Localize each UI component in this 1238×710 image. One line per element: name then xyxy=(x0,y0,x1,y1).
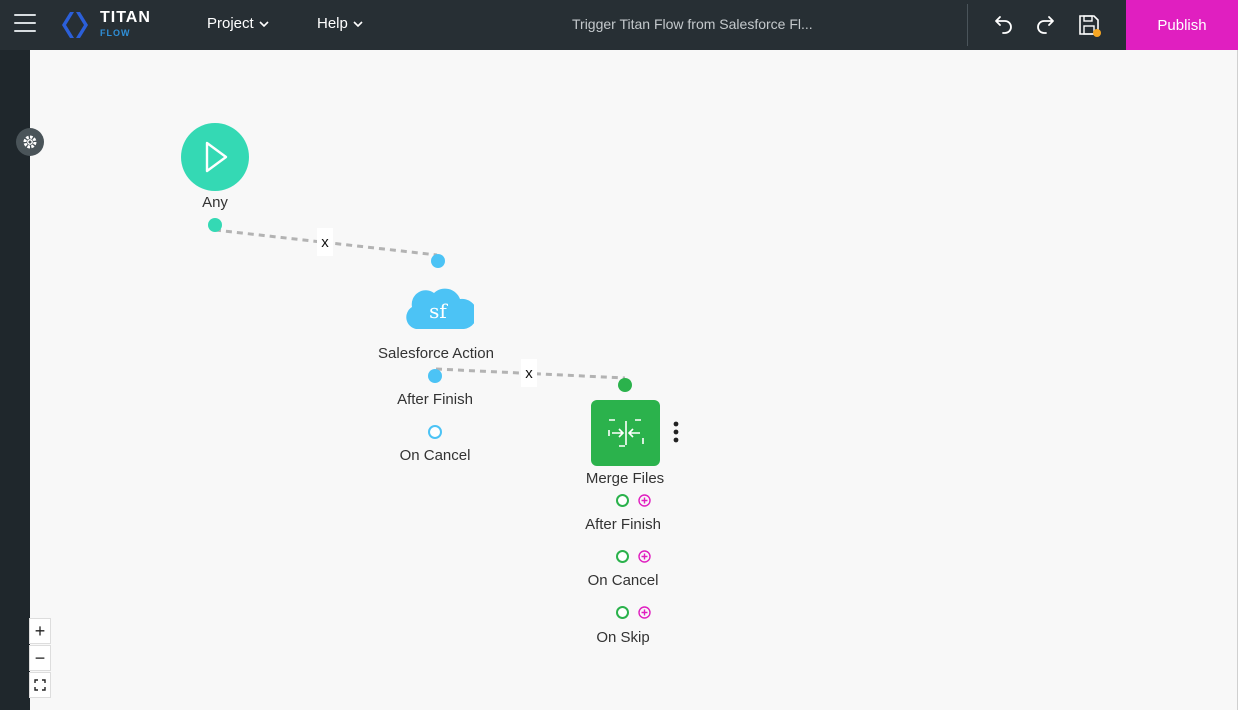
chevron-down-icon xyxy=(259,20,269,27)
menu-project[interactable]: Project xyxy=(207,15,269,32)
logo-title: TITAN xyxy=(100,9,151,26)
chevron-down-icon xyxy=(353,20,363,27)
zoom-in-button[interactable]: + xyxy=(29,618,51,644)
left-sidebar xyxy=(0,50,30,710)
menu-project-label: Project xyxy=(207,15,254,32)
document-title: Trigger Titan Flow from Salesforce Fl... xyxy=(572,16,813,32)
toolbar-divider xyxy=(967,4,968,46)
salesforce-action-node[interactable]: sf xyxy=(402,283,478,333)
fit-to-screen-icon[interactable] xyxy=(29,672,51,698)
salesforce-cloud-icon xyxy=(406,288,478,329)
add-step-icon[interactable] xyxy=(638,494,651,507)
merge-on-skip-label: On Skip xyxy=(596,629,650,646)
merge-on-cancel-label: On Cancel xyxy=(587,572,659,589)
merge-on-cancel-port[interactable] xyxy=(616,550,629,563)
undo-icon[interactable] xyxy=(991,13,1015,37)
zoom-out-button[interactable]: − xyxy=(29,645,51,671)
remove-connector-button[interactable]: x xyxy=(521,359,537,387)
salesforce-node-label: Salesforce Action xyxy=(378,345,494,362)
menu-help[interactable]: Help xyxy=(317,15,363,32)
save-icon[interactable] xyxy=(1077,13,1101,37)
salesforce-after-finish-port[interactable] xyxy=(428,369,442,383)
menu-help-label: Help xyxy=(317,15,348,32)
merge-input-port[interactable] xyxy=(618,378,632,392)
top-bar: TITAN FLOW Project Help Trigger Titan Fl… xyxy=(0,0,1238,50)
add-step-icon[interactable] xyxy=(638,550,651,563)
play-icon xyxy=(205,141,228,173)
merge-after-finish-label: After Finish xyxy=(585,516,661,533)
merge-after-finish-port[interactable] xyxy=(616,494,629,507)
hamburger-menu-icon[interactable] xyxy=(14,14,36,34)
logo-subtitle: FLOW xyxy=(100,28,131,38)
start-output-port[interactable] xyxy=(208,218,222,232)
salesforce-on-cancel-label: On Cancel xyxy=(399,447,471,464)
start-node-label: Any xyxy=(202,194,228,211)
start-node[interactable] xyxy=(181,123,249,191)
redo-icon[interactable] xyxy=(1034,13,1058,37)
salesforce-on-cancel-port[interactable] xyxy=(428,425,442,439)
salesforce-icon-text: sf xyxy=(429,299,447,323)
salesforce-after-finish-label: After Finish xyxy=(397,391,473,408)
merge-node-label: Merge Files xyxy=(585,470,665,487)
publish-button[interactable]: Publish xyxy=(1126,0,1238,50)
add-step-icon[interactable] xyxy=(638,606,651,619)
merge-icon xyxy=(607,419,644,447)
remove-connector-button[interactable]: x xyxy=(317,228,333,256)
titan-logo-icon xyxy=(62,12,88,38)
merge-files-node[interactable] xyxy=(591,400,660,466)
more-options-icon[interactable] xyxy=(672,421,680,443)
settings-gear-icon[interactable] xyxy=(16,128,44,156)
merge-on-skip-port[interactable] xyxy=(616,606,629,619)
salesforce-input-port[interactable] xyxy=(431,254,445,268)
titan-flow-logo[interactable]: TITAN FLOW xyxy=(60,8,160,42)
